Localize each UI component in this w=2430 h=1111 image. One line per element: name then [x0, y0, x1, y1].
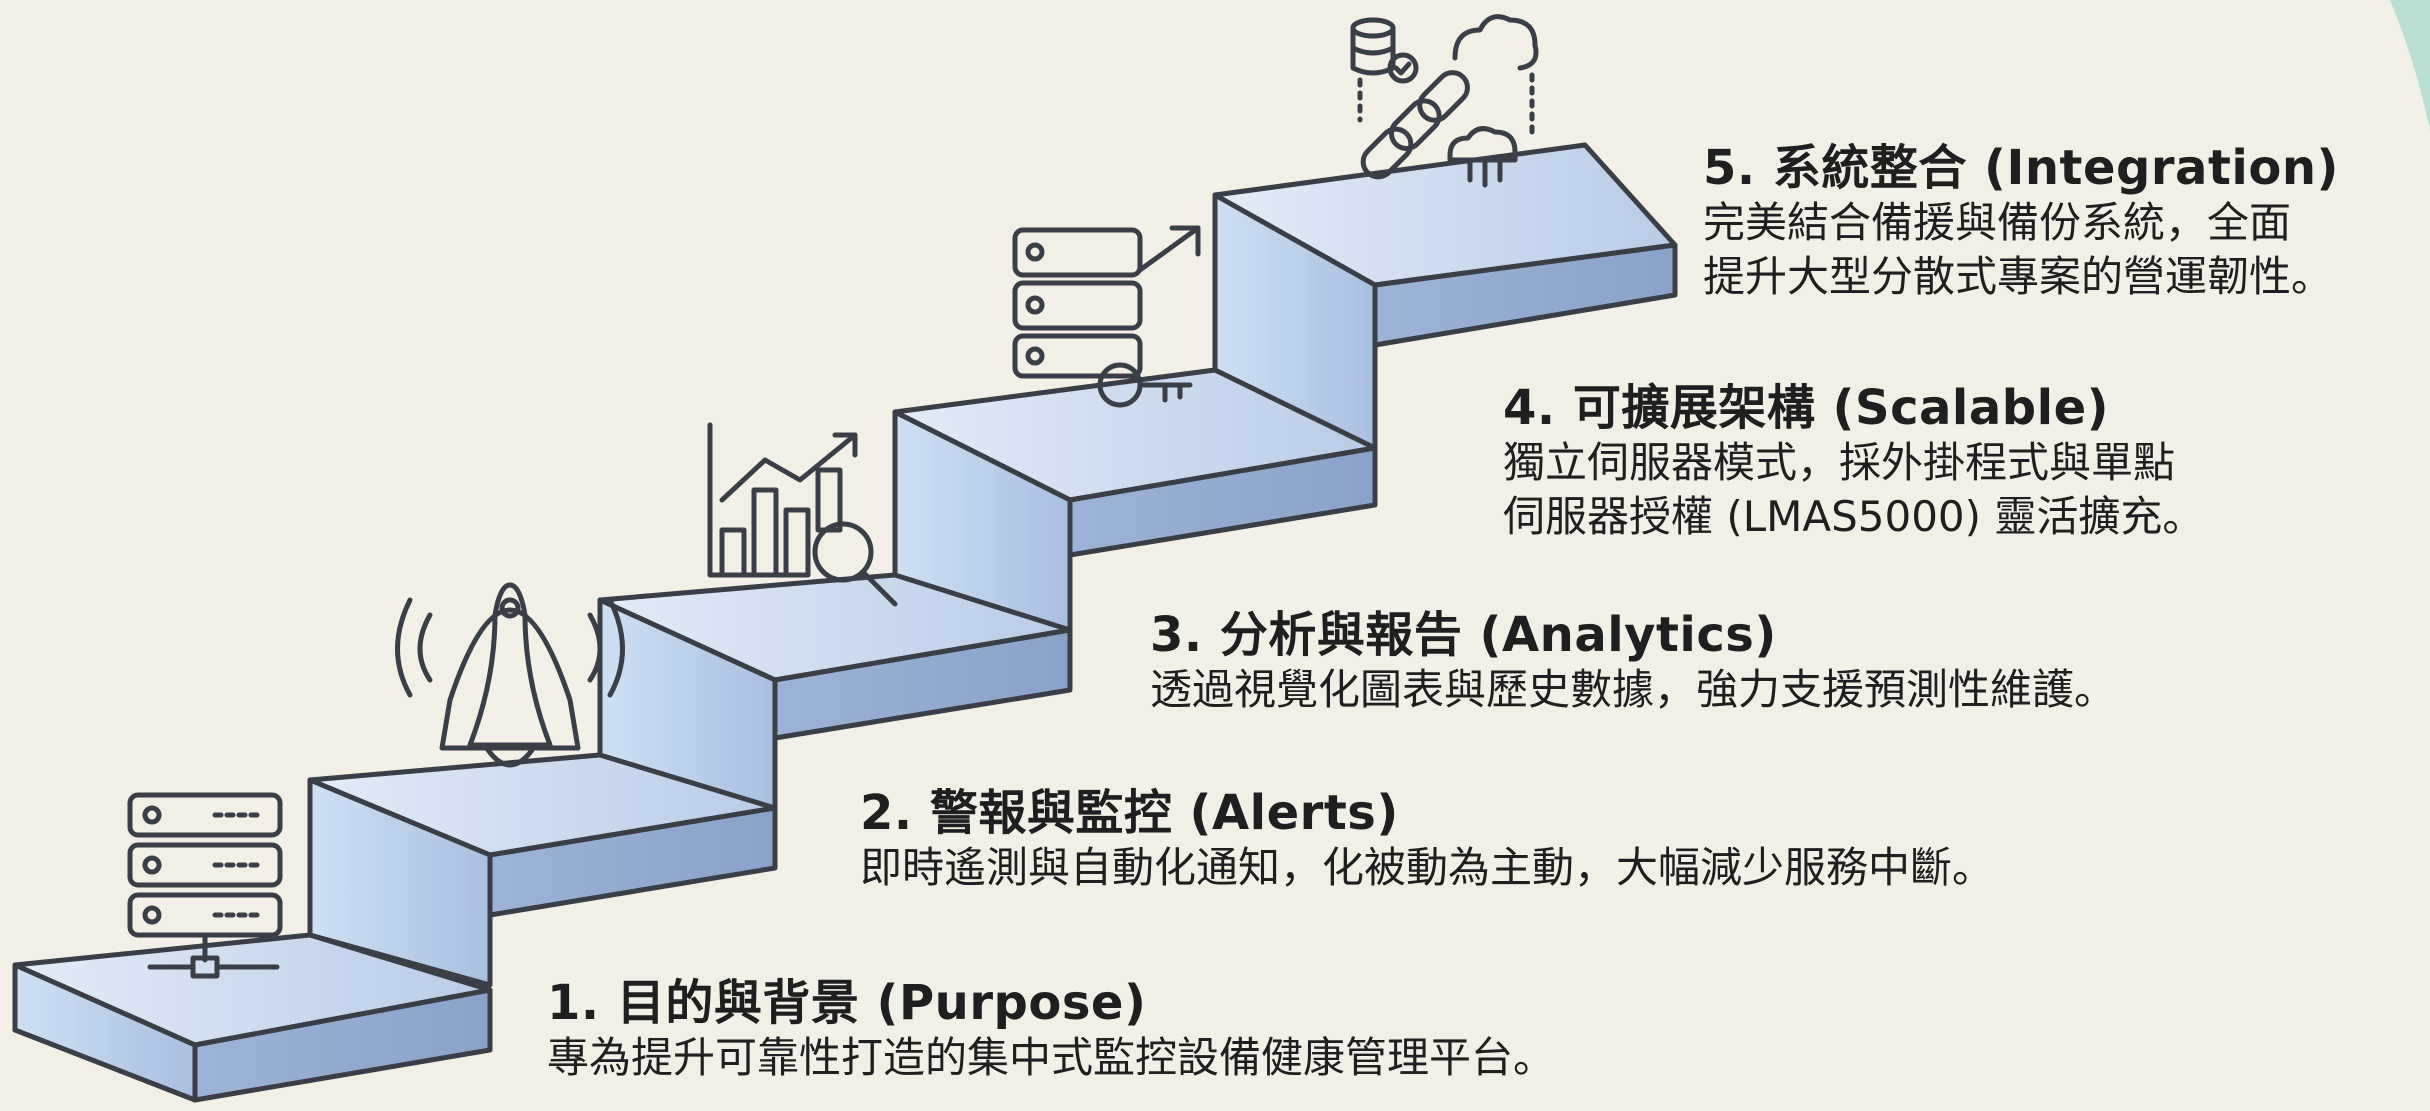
- step-title-1: 1. 目的與背景 (Purpose): [547, 975, 1147, 1031]
- server-key-icon: [1012, 225, 1201, 408]
- step-title-4: 4. 可擴展架構 (Scalable): [1503, 380, 2110, 436]
- step-desc-5-line-2: 提升大型分散式專案的營運韌性。: [1703, 252, 2334, 301]
- step-label-5: 5. 系統整合 (Integration) 完美結合備援與備份系統，全面 提升大…: [1703, 140, 2339, 304]
- chain-cloud-icon: [1350, 14, 1539, 188]
- step-label-4: 4. 可擴展架構 (Scalable) 獨立伺服器模式，採外掛程式與單點 伺服器…: [1503, 380, 2204, 544]
- step-block-1: [12, 932, 493, 1103]
- step-title-2: 2. 警報與監控 (Alerts): [860, 785, 1399, 841]
- step-desc-4-line-2: 伺服器授權 (LMAS5000) 靈活擴充。: [1503, 492, 2205, 541]
- step-desc-3: 透過視覺化圖表與歷史數據，強力支援預測性維護。: [1150, 665, 2117, 714]
- step-desc-2: 即時遙測與自動化通知，化被動為主動，大幅減少服務中斷。: [860, 843, 1995, 892]
- step-title-3: 3. 分析與報告 (Analytics): [1150, 607, 1777, 663]
- step-block-2: [307, 752, 778, 988]
- step-title-5: 5. 系統整合 (Integration): [1703, 140, 2339, 196]
- step-label-1: 1. 目的與背景 (Purpose) 專為提升可靠性打造的集中式監控設備健康管理…: [547, 975, 1555, 1085]
- server-network-icon: [127, 792, 283, 979]
- chart-magnifier-icon: [707, 422, 898, 607]
- corner-accent: [2390, 0, 2430, 130]
- step-desc-5-line-1: 完美結合備援與備份系統，全面: [1703, 198, 2292, 247]
- step-desc-1: 專為提升可靠性打造的集中式監控設備健康管理平台。: [547, 1033, 1556, 1082]
- alarm-bell-icon: [395, 582, 625, 768]
- step-desc-4-line-1: 獨立伺服器模式，採外掛程式與單點: [1503, 438, 2176, 487]
- step-label-2: 2. 警報與監控 (Alerts) 即時遙測與自動化通知，化被動為主動，大幅減少…: [860, 785, 1994, 895]
- step-label-3: 3. 分析與報告 (Analytics) 透過視覺化圖表與歷史數據，強力支援預測…: [1150, 607, 2116, 717]
